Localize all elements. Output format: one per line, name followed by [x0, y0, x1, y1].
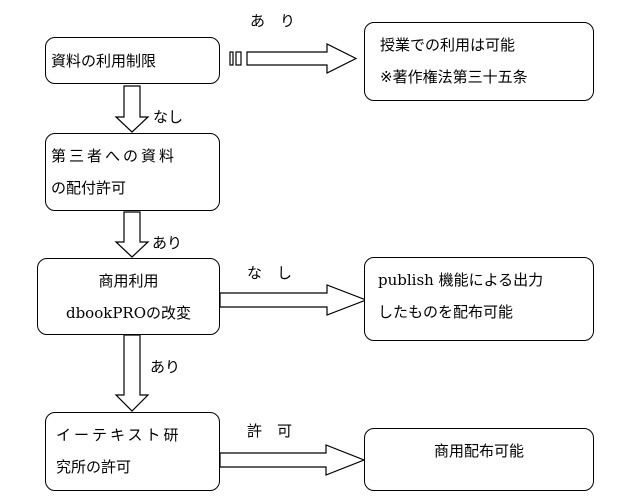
arrow-third-party-to-commercial: [114, 211, 150, 258]
node-third-party-line2: の配付許可: [51, 179, 127, 197]
node-publish-output: publish 機能による出力 したものを配布可能: [364, 257, 594, 341]
node-commercial: 商用利用 dbookPROの改変: [37, 258, 220, 335]
node-third-party: 第三者への資料 の配付許可: [45, 133, 220, 211]
node-class-use: 授業での利用は可能 ※著作権法第三十五条: [364, 22, 594, 101]
node-commercial-line1: 商用利用: [98, 272, 159, 290]
arrow-restriction-to-third-party: [114, 85, 150, 133]
node-usage-restriction: 資料の利用制限: [45, 37, 220, 84]
node-etext-permission: イーテキスト研 究所の許可: [45, 412, 220, 491]
node-publish-output-line1: publish 機能による出力: [378, 271, 544, 289]
node-class-use-line2: ※著作権法第三十五条: [380, 68, 528, 86]
node-etext-permission-line2: 究所の許可: [56, 458, 132, 476]
edge-label-commercial-to-etext: あり: [150, 358, 181, 376]
node-commercial-line2: dbookPROの改変: [65, 304, 192, 322]
arrow-stripe: [235, 51, 242, 66]
node-publish-output-line2: したものを配布可能: [378, 303, 514, 321]
node-commercial-distribution: 商用配布可能: [364, 428, 594, 491]
node-commercial-distribution-label: 商用配布可能: [433, 442, 524, 460]
node-etext-permission-line1: イーテキスト研: [56, 426, 182, 444]
arrow-commercial-to-etext: [114, 334, 150, 412]
node-usage-restriction-label: 資料の利用制限: [51, 52, 157, 70]
arrow-commercial-to-publish: [219, 284, 368, 316]
edge-label-restriction-to-third-party: なし: [153, 108, 184, 126]
edge-label-etext-to-distribution: 許 可: [247, 422, 293, 440]
node-third-party-line1: 第三者への資料: [51, 147, 178, 165]
edge-label-restriction-to-class: あ り: [250, 12, 296, 30]
arrow-stripe: [229, 51, 234, 66]
edge-label-commercial-to-publish: な し: [247, 264, 293, 282]
arrow-restriction-to-class-use: [246, 43, 358, 74]
node-class-use-line1: 授業での利用は可能: [380, 36, 516, 54]
edge-label-third-party-to-commercial: あり: [152, 234, 183, 252]
arrow-etext-to-distribution: [219, 444, 366, 476]
